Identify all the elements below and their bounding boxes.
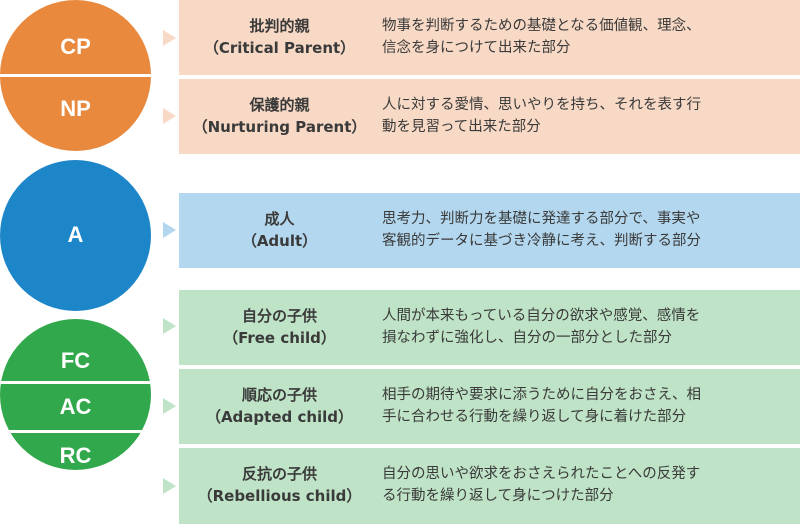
box-desc-line: 人に対する愛情、思いやりを持ち、それを表す行 xyxy=(382,97,701,113)
box-nurturing-parent: 保護的親 （Nurturing Parent） 人に対する愛情、思いやりを持ち、… xyxy=(179,79,800,154)
ac-label: AC xyxy=(59,394,92,419)
box-name: 順応の子供 xyxy=(241,386,317,404)
box-desc-line: 動を見習って出来た部分 xyxy=(382,119,541,135)
box-desc-line: 人間が本来もっている自分の欲求や感覚、感情を xyxy=(382,308,701,324)
pointer-np xyxy=(163,108,176,124)
box-name: 反抗の子供 xyxy=(241,465,317,483)
box-name: 批判的親 xyxy=(249,17,310,35)
box-adapted-child: 順応の子供 （Adapted child） 相手の期待や要求に添うために自分をお… xyxy=(179,369,800,444)
child-circle: FC AC RC xyxy=(0,319,151,470)
box-desc-line: 損なわずに強化し、自分の一部分とした部分 xyxy=(382,330,672,346)
box-name: 成人 xyxy=(264,210,295,228)
box-critical-parent: 批判的親 （Critical Parent） 物事を判断するための基礎となる価値… xyxy=(179,0,800,75)
np-label: NP xyxy=(60,96,91,121)
fc-label: FC xyxy=(60,348,91,373)
box-adult: 成人 （Adult） 思考力、判断力を基礎に発達する部分で、事実や 客観的データ… xyxy=(179,193,800,268)
rc-label: RC xyxy=(59,443,92,468)
box-sub: （Rebellious child） xyxy=(197,487,362,505)
a-label: A xyxy=(67,222,84,247)
pointer-fc xyxy=(163,318,176,334)
parent-divider xyxy=(0,74,151,77)
box-desc-line: 客観的データに基づき冷静に考え、判断する部分 xyxy=(382,233,701,249)
box-sub: （Nurturing Parent） xyxy=(192,118,367,136)
child-divider-2 xyxy=(0,430,151,433)
box-desc-line: る行動を繰り返して身につけた部分 xyxy=(382,488,614,504)
adult-circle: A xyxy=(0,160,151,311)
box-sub: （Critical Parent） xyxy=(203,39,356,57)
child-divider-1 xyxy=(0,381,151,384)
cp-label: CP xyxy=(60,34,91,59)
box-desc-line: 自分の思いや欲求をおさえられたことへの反発す xyxy=(382,466,701,482)
box-name: 自分の子供 xyxy=(241,307,317,325)
box-sub: （Adult） xyxy=(241,232,318,250)
box-desc-line: 信念を身につけて出来た部分 xyxy=(382,40,571,56)
box-desc-line: 相手の期待や要求に添うために自分をおさえ、相 xyxy=(382,387,701,403)
pointer-cp xyxy=(163,30,176,46)
box-sub: （Free child） xyxy=(223,329,336,347)
parent-circle: CP NP xyxy=(0,0,151,151)
box-desc-line: 思考力、判断力を基礎に発達する部分で、事実や xyxy=(382,211,701,227)
box-desc-line: 手に合わせる行動を繰り返して身に着けた部分 xyxy=(382,409,687,425)
box-rebellious-child: 反抗の子供 （Rebellious child） 自分の思いや欲求をおさえられた… xyxy=(179,448,800,524)
box-free-child: 自分の子供 （Free child） 人間が本来もっている自分の欲求や感覚、感情… xyxy=(179,290,800,365)
box-desc-line: 物事を判断するための基礎となる価値観、理念、 xyxy=(382,18,701,34)
pointer-ac xyxy=(163,398,176,414)
pointer-a xyxy=(163,222,176,238)
box-name: 保護的親 xyxy=(249,96,310,114)
box-sub: （Adapted child） xyxy=(205,408,354,426)
pointer-rc xyxy=(163,478,176,494)
